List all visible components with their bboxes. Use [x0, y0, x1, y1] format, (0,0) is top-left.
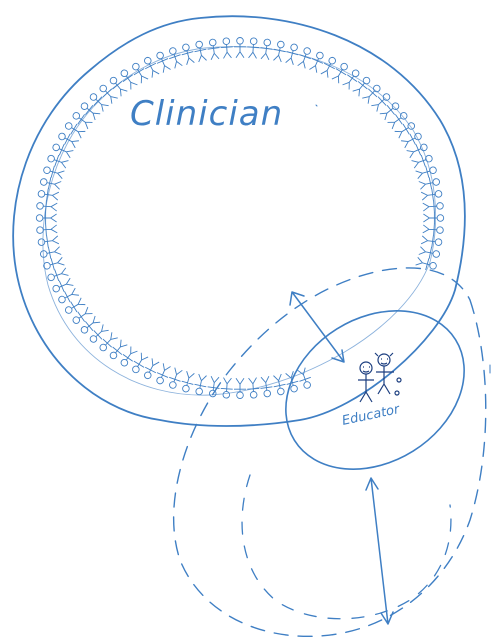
ring-figure	[97, 331, 120, 354]
ring-figure	[166, 46, 184, 69]
ring-figure	[46, 152, 69, 170]
ring-figure	[386, 109, 410, 131]
ring-figure	[421, 187, 443, 202]
ring-figure	[206, 38, 221, 60]
ring-figure	[179, 43, 196, 66]
educator-label: Educator	[341, 402, 403, 429]
ring-figure	[421, 234, 443, 249]
ring-figure	[423, 212, 443, 224]
educator-figures	[358, 353, 401, 402]
ring-figure	[70, 109, 94, 131]
ring-figure	[271, 374, 287, 396]
ring-figure	[193, 374, 209, 396]
ring-figure	[153, 363, 172, 386]
ring-figure	[107, 74, 129, 97]
ring-figure	[42, 255, 65, 272]
clinician-label: Clinician	[130, 94, 283, 134]
ring-figure	[220, 38, 233, 59]
ring-figure	[234, 378, 246, 398]
ring-figure	[296, 46, 314, 69]
people-ring	[36, 38, 443, 399]
ring-figure	[179, 371, 196, 394]
ring-figure	[259, 38, 274, 60]
ring-figure	[118, 345, 140, 369]
ring-figure	[418, 175, 440, 191]
ring-figure	[247, 38, 260, 59]
ring-figure	[394, 119, 418, 140]
ring-figure	[415, 164, 438, 181]
ring-figure	[296, 367, 314, 390]
ring-figure	[418, 245, 440, 261]
stray-mark	[316, 105, 317, 106]
ring-figure	[46, 266, 69, 284]
ring-figure	[411, 152, 434, 170]
ring-figure	[37, 234, 59, 249]
ring-figure	[423, 200, 444, 213]
ring-figure	[166, 367, 184, 390]
ring-figure	[42, 164, 65, 181]
ring-figure	[284, 371, 301, 394]
clinician-circle	[13, 16, 465, 426]
educator-ellipse	[256, 279, 493, 502]
ring-figure	[193, 40, 209, 62]
ring-figure	[63, 119, 87, 140]
arrow-educator-outer	[366, 478, 393, 624]
ring-figure	[36, 223, 57, 236]
ring-figure	[70, 305, 94, 327]
ring-figure	[271, 40, 287, 62]
ring-figure	[423, 223, 444, 236]
ring-figure	[118, 67, 140, 91]
ring-figure	[107, 338, 129, 361]
ring-figure	[234, 38, 246, 58]
ring-figure	[220, 377, 233, 398]
inner-dashed-circle	[242, 475, 451, 619]
ring-figure	[63, 296, 87, 317]
ring-figure	[37, 187, 59, 202]
ring-figure	[308, 50, 327, 73]
ring-figure	[36, 212, 56, 224]
ring-figure	[39, 175, 61, 191]
arrow-clinician-educator	[290, 292, 344, 362]
